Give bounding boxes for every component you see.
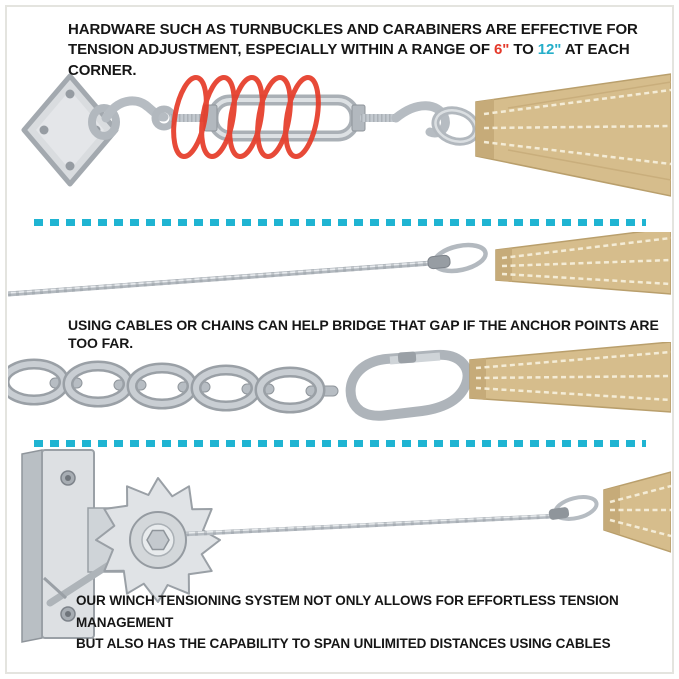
shade-sail-strap <box>603 471 671 553</box>
dashed-divider-top <box>34 219 646 226</box>
winch-cable <box>185 495 599 537</box>
range-max-value: 12" <box>537 41 562 59</box>
turnbuckle-body <box>151 94 450 142</box>
quick-link-ring <box>431 106 481 146</box>
steel-cable-photo <box>8 232 671 297</box>
cable-crimp-sleeve <box>548 507 570 520</box>
axle-hex-bolt <box>146 529 170 551</box>
turnbuckle-photo <box>21 73 671 197</box>
steel-cable <box>8 242 488 297</box>
header-text-after: AT EACH CORNER. <box>68 41 630 79</box>
winch-photo <box>21 449 671 643</box>
shade-sail-strap <box>475 73 671 197</box>
carabiner-lock-sleeve <box>397 351 417 364</box>
middle-text: USING CABLES OR CHAINS CAN HELP BRIDGE T… <box>68 316 668 352</box>
pad-eye-ring <box>88 104 120 140</box>
carabiner <box>345 349 473 421</box>
header-text-main: HARDWARE SUCH AS TURNBUCKLES AND CARABIN… <box>68 21 638 59</box>
red-spring-coil <box>171 75 321 159</box>
footer-text: OUR WINCH TENSIONING SYSTEM NOT ONLY ALL… <box>76 590 672 655</box>
range-min-value: 6" <box>493 41 510 59</box>
cable-crimp-sleeve <box>427 254 451 270</box>
footer-line-2: BUT ALSO HAS THE CAPABILITY TO SPAN UNLI… <box>76 636 611 652</box>
pawl-spring <box>42 576 68 600</box>
dashed-divider-bottom <box>34 440 646 447</box>
chain-links <box>8 358 339 414</box>
header-text: HARDWARE SUCH AS TURNBUCKLES AND CARABIN… <box>68 20 664 81</box>
middle-text-line: USING CABLES OR CHAINS CAN HELP BRIDGE T… <box>68 317 659 352</box>
shade-sail-strap <box>495 232 671 295</box>
shade-sail-strap <box>469 342 671 413</box>
winch-ratchet-gear <box>95 477 221 603</box>
header-connector: TO <box>509 41 538 59</box>
chain-photo <box>8 342 671 421</box>
turnbuckle-left-hook <box>101 96 169 123</box>
wall-mount-plate <box>21 73 120 187</box>
footer-line-1: OUR WINCH TENSIONING SYSTEM NOT ONLY ALL… <box>76 593 619 630</box>
